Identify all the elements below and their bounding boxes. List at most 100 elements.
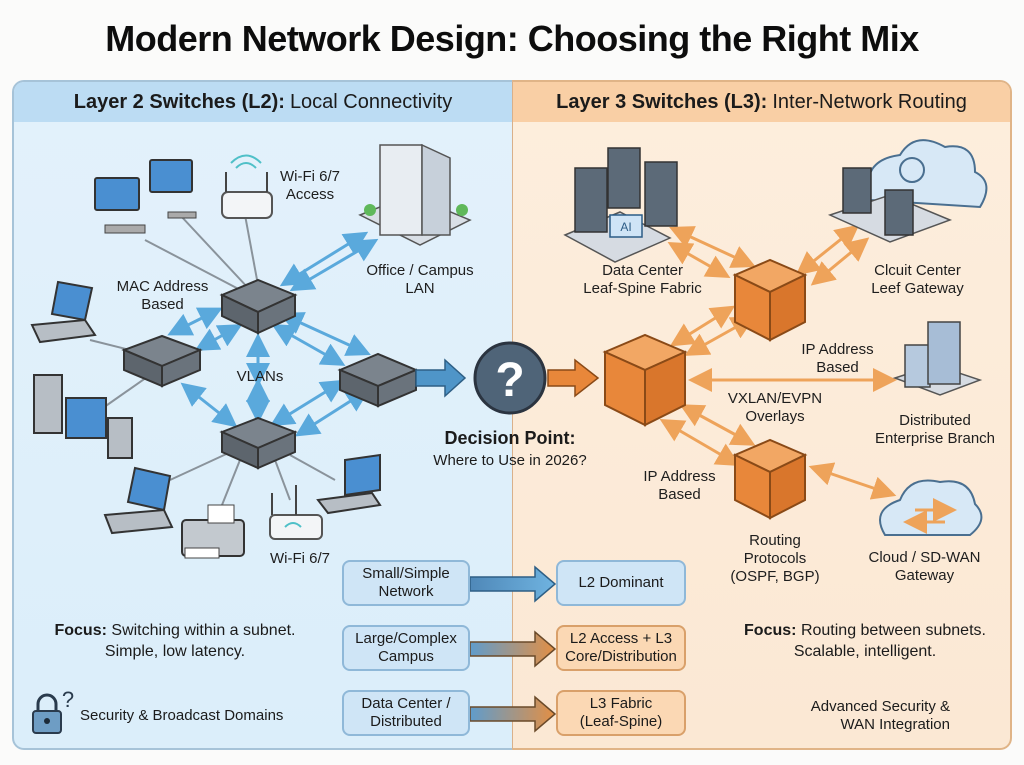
scenario-data-center: Data Center /Distributed [342, 690, 470, 736]
l3-header-bold: Layer 3 Switches (L3): [556, 90, 768, 113]
decision-question-icon: ? [473, 341, 547, 415]
svg-text:?: ? [62, 687, 74, 712]
box-line: Campus [378, 648, 434, 665]
focus-line: Routing between subnets. [800, 622, 986, 639]
label-line: Leaf-Spine Fabric [583, 280, 702, 297]
box-line: Large/Complex [355, 630, 457, 647]
label-line: IP Address [643, 468, 716, 485]
l3-advanced-note: Advanced Security & WAN Integration [780, 698, 950, 734]
row-arrow-large [469, 630, 557, 668]
laptop-icon-2 [103, 466, 174, 535]
wifi-router-icon [269, 485, 323, 540]
label-wifi-bottom: Wi-Fi 6/7 [270, 550, 330, 567]
label-line: Enterprise Branch [874, 430, 996, 447]
decision-title: Decision Point: [444, 428, 576, 448]
monitor-icon-2 [149, 159, 197, 219]
label-line: Office / Campus [366, 262, 474, 279]
box-line: Data Center / [361, 695, 451, 712]
label-line: LAN [405, 280, 435, 297]
label-data-center: Data Center Leaf-Spine Fabric [575, 262, 710, 298]
l3-switch-icon-main [602, 333, 688, 427]
lock-question-icon: ? [32, 687, 74, 734]
printer-icon [181, 504, 245, 559]
label-line: Based [658, 486, 701, 503]
focus-line: Switching within a subnet. [111, 622, 296, 639]
l2-header-rest: Local Connectivity [289, 90, 453, 113]
l2-panel-header: Layer 2 Switches (L2): Local Connectivit… [14, 82, 512, 122]
label-line: IP Address [801, 341, 874, 358]
label-line: Clcuit Center [874, 262, 961, 279]
label-cloud-sdwan: Cloud / SD-WAN Gateway [862, 549, 987, 585]
l2-to-decision-arrow [415, 358, 467, 398]
label-vxlan: VXLAN/EVPN Overlays [720, 390, 830, 426]
l3-links [659, 224, 897, 500]
box-line: (Leaf-Spine) [579, 713, 663, 730]
label-line: (OSPF, BGP) [730, 568, 820, 585]
note-line: WAN Integration [840, 716, 951, 733]
outcome-l2-dominant: L2 Dominant [556, 560, 686, 606]
label-office-campus: Office / Campus LAN [360, 262, 480, 298]
label-vlans: VLANs [236, 368, 284, 385]
label-routing-protocols: Routing Protocols (OSPF, BGP) [720, 532, 830, 586]
label-line: MAC Address [116, 278, 209, 295]
enterprise-branch-building-icon [892, 321, 983, 396]
box-line: L2 Dominant [578, 574, 664, 591]
label-line: Cloud / SD-WAN [868, 549, 981, 566]
label-line: Wi-Fi 6/7 [280, 168, 340, 185]
label-mac-address: MAC Address Based [105, 278, 220, 314]
label-line: Access [285, 186, 335, 203]
svg-text:AI: AI [620, 220, 631, 234]
l3-focus: Focus: Routing between subnets. Scalable… [720, 620, 1010, 662]
desktop-tower-icon [33, 374, 133, 459]
label-line: Based [141, 296, 184, 313]
label-wifi-access: Wi-Fi 6/7 Access [270, 168, 350, 204]
sdwan-cloud-icon [879, 479, 983, 536]
laptop-icon-3 [316, 453, 382, 515]
decision-to-l3-arrow [547, 358, 600, 398]
row-arrow-datacenter [469, 695, 557, 733]
svg-text:?: ? [495, 354, 524, 407]
label-line: Leef Gateway [871, 280, 964, 297]
l2-links [167, 231, 379, 437]
label-line: Distributed [899, 412, 971, 429]
note-line: Advanced Security & [810, 698, 950, 715]
box-line: Small/Simple [362, 565, 450, 582]
row-arrow-small [469, 565, 557, 603]
focus-label: Focus: [744, 622, 797, 639]
focus-line: Simple, low latency. [104, 643, 246, 660]
l2-switch-icon-left [121, 334, 203, 388]
l3-panel-header: Layer 3 Switches (L3): Inter-Network Rou… [513, 82, 1010, 122]
l2-switch-icon-bottom [219, 416, 298, 470]
l3-switch-icon-bottom [732, 438, 808, 520]
box-line: L3 Fabric [589, 695, 653, 712]
l2-header-bold: Layer 2 Switches (L2): [73, 90, 285, 113]
label-ip-address-bottom: IP Address Based [632, 468, 727, 504]
l3-switch-icon-top [732, 258, 808, 342]
label-cloud-center: Clcuit Center Leef Gateway [855, 262, 980, 298]
label-line: Data Center [602, 262, 683, 279]
box-line: L2 Access + L3 [569, 630, 673, 647]
label-line: Overlays [745, 408, 805, 425]
laptop-icon-1 [30, 280, 97, 344]
box-line: Distributed [370, 713, 442, 730]
label-line: Routing [749, 532, 801, 549]
page-title: Modern Network Design: Choosing the Righ… [105, 18, 919, 59]
box-line: Network [378, 583, 434, 600]
focus-line: Scalable, intelligent. [793, 643, 937, 660]
l2-security-note: Security & Broadcast Domains [80, 707, 284, 724]
label-distributed-branch: Distributed Enterprise Branch [865, 412, 1005, 448]
label-line: VXLAN/EVPN [727, 390, 823, 407]
box-line: Core/Distribution [565, 648, 677, 665]
label-line: Gateway [894, 567, 955, 584]
data-center-servers-icon: AI [563, 147, 678, 263]
l2-switch-icon-right [337, 352, 419, 408]
focus-label: Focus: [54, 622, 107, 639]
label-line: Protocols [743, 550, 807, 567]
l2-cables [89, 214, 336, 511]
l2-focus: Focus: Switching within a subnet. Simple… [25, 620, 325, 662]
decision-subtitle: Where to Use in 2026? [433, 452, 587, 469]
monitor-icon-1 [94, 177, 146, 234]
